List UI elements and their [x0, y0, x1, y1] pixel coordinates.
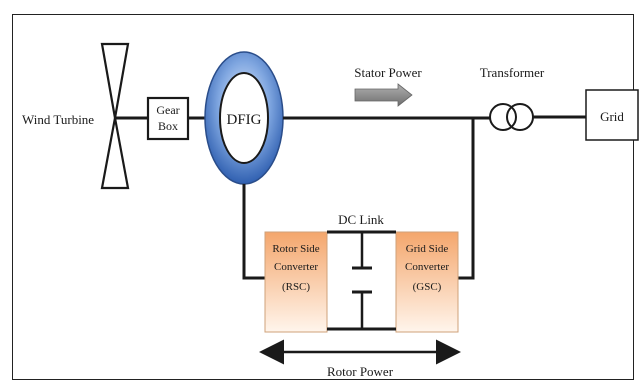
- rsc-label-line3: (RSC): [282, 281, 310, 293]
- grid-label: Grid: [600, 109, 624, 124]
- rotor-power-label: Rotor Power: [327, 364, 394, 379]
- gsc-label-line3: (GSC): [413, 281, 442, 293]
- stator-power-arrow-icon: [354, 83, 413, 107]
- grid-block: [585, 89, 639, 141]
- wind-turbine-label: Wind Turbine: [22, 112, 94, 127]
- gsc-to-bus-line: [458, 118, 475, 280]
- wind-turbine-icon: [100, 42, 130, 190]
- transformer-label: Transformer: [480, 65, 545, 80]
- transformer-icon: [489, 103, 534, 131]
- gearbox-label-line2: Box: [158, 119, 178, 133]
- rsc-block: [264, 231, 328, 333]
- rotor-line: [242, 184, 265, 280]
- dc-link: [327, 230, 396, 331]
- gearbox-label-line1: Gear: [156, 103, 179, 117]
- dfig-label: DFIG: [226, 112, 261, 128]
- stator-power-label: Stator Power: [354, 65, 422, 80]
- rsc-label-line1: Rotor Side: [272, 243, 319, 255]
- gsc-block: [395, 231, 459, 333]
- gsc-label-line2: Converter: [405, 261, 449, 273]
- rsc-label-line2: Converter: [274, 261, 318, 273]
- gsc-label-line1: Grid Side: [406, 243, 449, 255]
- dc-link-label: DC Link: [338, 212, 384, 227]
